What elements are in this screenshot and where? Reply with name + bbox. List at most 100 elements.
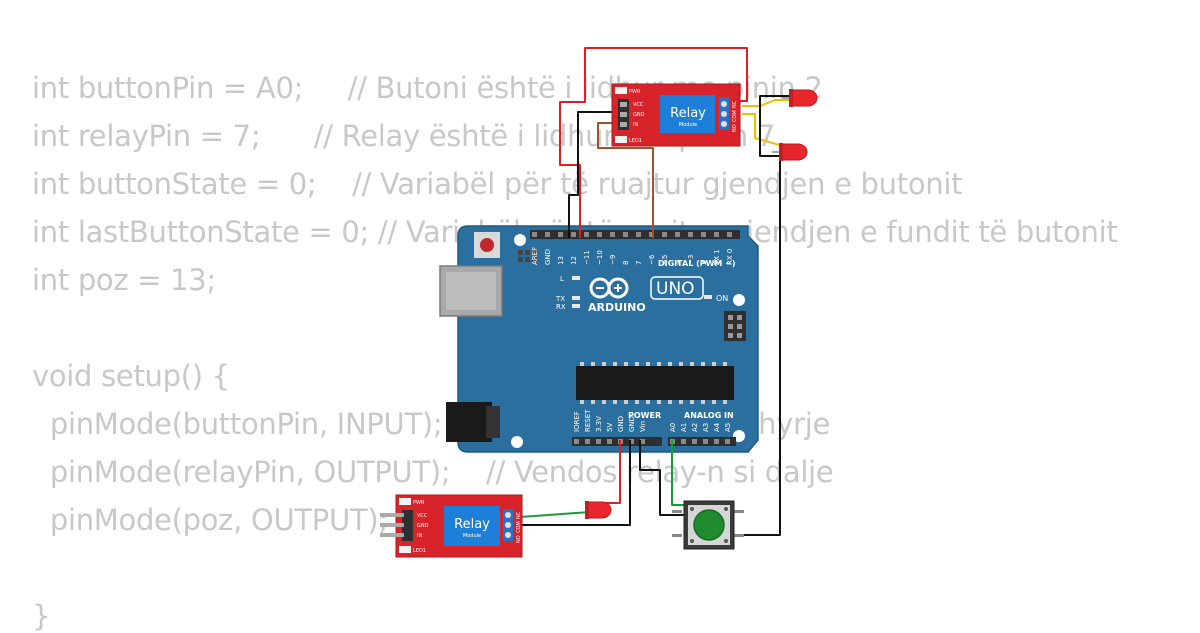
relay-module-bottom[interactable]: PWR LED1 VCC GND IN Relay Module NO COM … <box>380 494 523 558</box>
digital-pin-hole[interactable] <box>636 232 641 237</box>
analog-pin-hole[interactable] <box>725 439 730 444</box>
code-line: void setup() { <box>32 359 230 393</box>
power-pin-label: 3.3V <box>595 416 603 432</box>
chip-leg <box>701 400 705 404</box>
analog-pin-hole[interactable] <box>703 439 708 444</box>
digital-header-label: DIGITAL (PWM ~) <box>658 259 736 268</box>
push-button[interactable] <box>672 500 744 550</box>
digital-pin-hole[interactable] <box>714 232 719 237</box>
relay-title: Relay <box>670 106 706 121</box>
led-bottom[interactable] <box>585 501 612 519</box>
led1 <box>615 136 627 143</box>
relay-subtitle: Module <box>679 122 697 128</box>
digital-pin-hole[interactable] <box>727 232 732 237</box>
digital-pin-hole[interactable] <box>584 232 589 237</box>
pwr-led <box>399 498 411 505</box>
power-pin-hole[interactable] <box>629 439 634 444</box>
arduino-brand-label: ARDUINO <box>588 301 646 314</box>
digital-pin-hole[interactable] <box>597 232 602 237</box>
digital-pin-label: 2 <box>700 261 708 265</box>
digital-pin-hole[interactable] <box>662 232 667 237</box>
button-cap[interactable] <box>693 509 725 541</box>
l-led <box>572 276 580 280</box>
digital-pin-label: 8 <box>622 261 630 265</box>
code-line: } <box>32 599 51 633</box>
analog-header <box>668 437 736 446</box>
com-terminal-label: COM <box>516 521 522 533</box>
wire-yellow <box>742 113 791 149</box>
in-pin-label: IN <box>417 533 422 539</box>
digital-pin-label: ~9 <box>609 255 617 265</box>
digital-pin-hole[interactable] <box>688 232 693 237</box>
digital-pin-hole[interactable] <box>558 232 563 237</box>
analog-pin-label: A5 <box>724 423 732 432</box>
arduino-model-label: UNO <box>656 279 695 299</box>
relay-module-top[interactable]: PWR LED1 VCC GND IN Relay Module NO COM … <box>611 83 741 147</box>
mounting-hole <box>514 234 526 246</box>
mounting-hole <box>733 294 745 306</box>
led-top-1[interactable] <box>782 89 818 107</box>
wire-red <box>584 47 748 102</box>
gnd-pin-label: GND <box>417 523 429 529</box>
vcc-pin-label: VCC <box>633 102 644 108</box>
power-pin-hole[interactable] <box>607 439 612 444</box>
digital-pin-label: ~5 <box>661 255 669 265</box>
analog-header-label: ANALOG IN <box>684 411 734 420</box>
rx-led <box>572 304 580 308</box>
power-pin-label: IOREF <box>573 411 581 432</box>
no-terminal-label: NO <box>732 124 738 132</box>
power-pin-hole[interactable] <box>596 439 601 444</box>
wire-red <box>559 60 586 238</box>
power-header-label: POWER <box>628 411 661 420</box>
digital-pin-hole[interactable] <box>623 232 628 237</box>
pwr-led-label: PWR <box>413 500 425 506</box>
power-pin-label: 5V <box>606 423 614 432</box>
power-pin-hole[interactable] <box>574 439 579 444</box>
digital-pin-hole[interactable] <box>649 232 654 237</box>
wire-black <box>639 440 688 516</box>
analog-pin-hole[interactable] <box>681 439 686 444</box>
led1-label: LED1 <box>413 548 426 554</box>
chip-leg <box>679 362 683 366</box>
chip-leg <box>668 400 672 404</box>
digital-pin-label: RX 0 <box>726 249 734 265</box>
analog-pin-label: A4 <box>713 422 721 432</box>
analog-pin-label: A0 <box>669 423 677 432</box>
digital-pin-hole[interactable] <box>610 232 615 237</box>
chip-leg <box>723 400 727 404</box>
power-pin-hole[interactable] <box>585 439 590 444</box>
digital-pin-hole[interactable] <box>675 232 680 237</box>
code-line: int relayPin = 7; // Relay është i lidhu… <box>32 119 775 153</box>
chip-leg <box>712 362 716 366</box>
chip-leg <box>679 400 683 404</box>
digital-pin-hole[interactable] <box>532 232 537 237</box>
arduino-logo <box>589 277 629 299</box>
led-top-2[interactable] <box>772 143 808 161</box>
power-pin-hole[interactable] <box>640 439 645 444</box>
chip-leg <box>635 400 639 404</box>
digital-pin-hole[interactable] <box>701 232 706 237</box>
l-led-label: L <box>560 275 564 283</box>
wire-brown <box>597 122 654 238</box>
analog-pin-hole[interactable] <box>692 439 697 444</box>
digital-pin-label: ~10 <box>596 250 604 265</box>
digital-pin-hole[interactable] <box>571 232 576 237</box>
chip-leg <box>591 400 595 404</box>
com-terminal-label: COM <box>732 110 738 122</box>
dc-power-jack <box>446 402 492 442</box>
pwr-led-label: PWR <box>629 89 641 95</box>
chip-leg <box>591 362 595 366</box>
chip-leg <box>657 400 661 404</box>
chip-leg <box>646 362 650 366</box>
chip-leg <box>657 362 661 366</box>
digital-pin-label: AREF <box>531 247 539 265</box>
led1-label: LED1 <box>629 138 642 144</box>
relay-block <box>444 506 500 546</box>
code-line: pinMode(poz, OUTPUT); <box>32 503 388 537</box>
digital-pin-hole[interactable] <box>545 232 550 237</box>
in-pin-label: IN <box>633 122 638 128</box>
analog-pin-hole[interactable] <box>714 439 719 444</box>
pwr-led <box>615 87 627 94</box>
